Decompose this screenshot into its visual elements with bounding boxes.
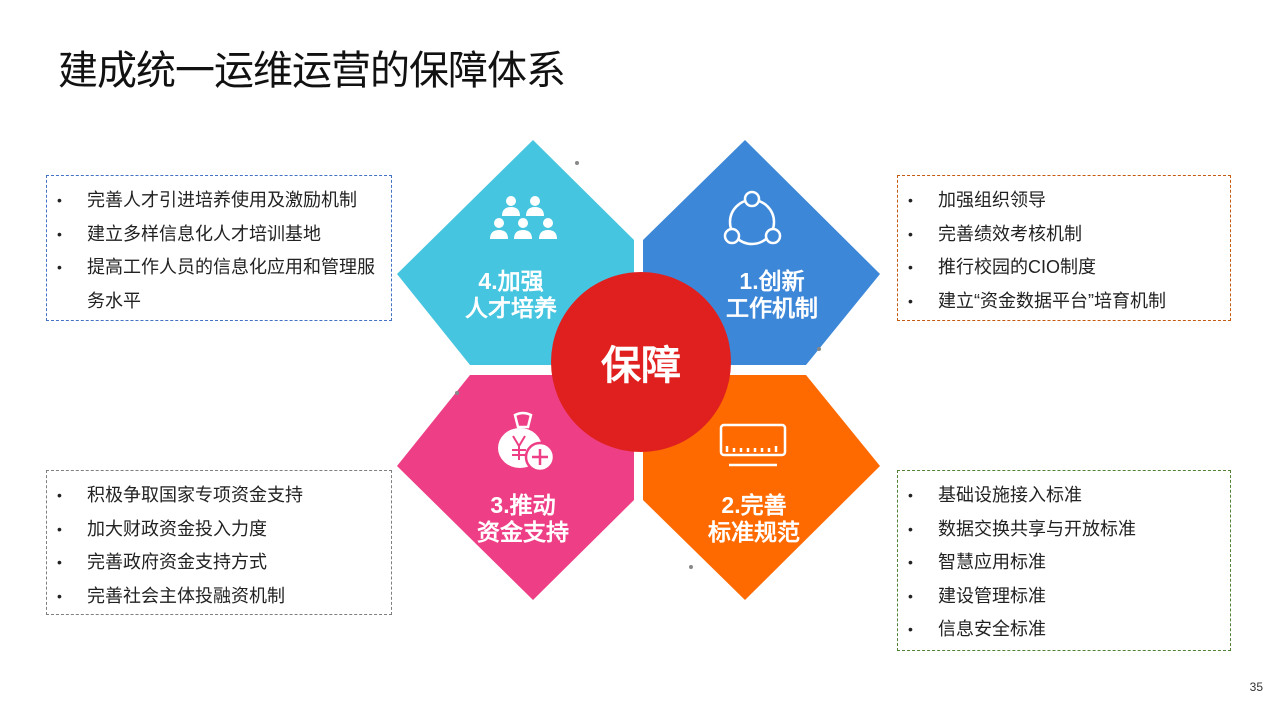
funding-box: 积极争取国家专项资金支持 加大财政资金投入力度 完善政府资金支持方式 完善社会主… — [46, 470, 392, 615]
list-item: 完善绩效考核机制 — [898, 218, 1230, 252]
list-item: 建立多样信息化人才培训基地 — [47, 218, 391, 252]
quadrant-standards — [643, 375, 880, 600]
list-item: 完善社会主体投融资机制 — [47, 580, 391, 614]
list-item: 加强组织领导 — [898, 184, 1230, 218]
quadrant-mechanism-label: 1.创新工作机制 — [726, 268, 818, 321]
cycle-network-icon — [723, 190, 782, 246]
quadrant-talent-label: 4.加强人才培养 — [465, 268, 557, 321]
list-item: 提高工作人员的信息化应用和管理服务水平 — [47, 251, 391, 318]
people-group-icon — [490, 196, 557, 239]
list-item: 完善人才引进培养使用及激励机制 — [47, 184, 391, 218]
money-bag-plus-icon — [498, 411, 556, 473]
center-circle: 保障 — [551, 272, 731, 452]
quadrant-funding-label: 3.推动资金支持 — [477, 492, 569, 545]
quadrant-standards-label: 2.完善标准规范 — [708, 492, 800, 545]
list-item: 建立“资金数据平台”培育机制 — [898, 285, 1230, 319]
list-item: 完善政府资金支持方式 — [47, 546, 391, 580]
decor-dot — [455, 391, 459, 395]
list-item: 智慧应用标准 — [898, 546, 1230, 580]
decor-dot — [817, 347, 821, 351]
list-item: 加大财政资金投入力度 — [47, 513, 391, 547]
page-number: 35 — [1249, 680, 1263, 694]
quadrant-funding — [397, 375, 634, 600]
center-label: 保障 — [601, 344, 681, 388]
mechanism-box: 加强组织领导 完善绩效考核机制 推行校园的CIO制度 建立“资金数据平台”培育机… — [897, 175, 1231, 321]
decor-dot — [689, 565, 693, 569]
list-item: 建设管理标准 — [898, 580, 1230, 614]
list-item: 推行校园的CIO制度 — [898, 251, 1230, 285]
talent-box: 完善人才引进培养使用及激励机制 建立多样信息化人才培训基地 提高工作人员的信息化… — [46, 175, 392, 321]
list-item: 基础设施接入标准 — [898, 479, 1230, 513]
list-item: 数据交换共享与开放标准 — [898, 513, 1230, 547]
decor-dot — [575, 161, 579, 165]
ruler-monitor-icon — [719, 423, 787, 467]
page-title: 建成统一运维运营的保障体系 — [58, 49, 566, 93]
list-item: 信息安全标准 — [898, 613, 1230, 647]
list-item: 积极争取国家专项资金支持 — [47, 479, 391, 513]
standards-box: 基础设施接入标准 数据交换共享与开放标准 智慧应用标准 建设管理标准 信息安全标… — [897, 470, 1231, 651]
